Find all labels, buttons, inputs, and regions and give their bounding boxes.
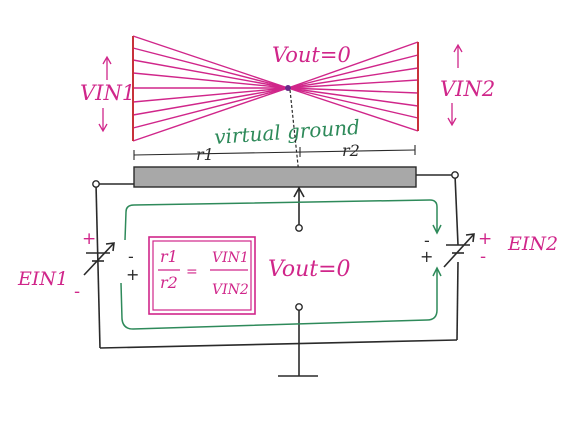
right-outer-minus: - (480, 247, 486, 267)
fan-line (132, 59, 289, 89)
right-inner-minus: - (424, 231, 430, 250)
left-source (83, 242, 115, 276)
resistive-strip (133, 166, 417, 188)
fan-line (287, 54, 419, 89)
fan-line (287, 41, 419, 89)
ein2-label: EIN2 (507, 233, 558, 255)
fan-line (132, 87, 289, 129)
fan-line (132, 47, 289, 89)
left-inner-minus: - (128, 247, 134, 266)
formula-equals: = (186, 264, 198, 280)
current-loop (120, 199, 442, 330)
formula-box-inner (152, 240, 252, 311)
fan-line (287, 87, 419, 94)
fan-line (132, 35, 289, 89)
vin2-label: VIN2 (440, 77, 495, 101)
formula-r2: r2 (160, 273, 178, 292)
formula-vin1: VIN1 (212, 250, 249, 266)
vin1-arrows (98, 55, 112, 133)
right-inner-plus: + (420, 247, 433, 266)
formula: r1 r2 = VIN1 VIN2 (158, 247, 249, 298)
fan-line (287, 67, 419, 89)
wiring (95, 174, 459, 377)
left-inner-plus: + (126, 265, 139, 284)
formula-box-outer (148, 236, 256, 315)
fan-line (287, 87, 419, 132)
fan-line (132, 87, 289, 116)
terminals (92, 171, 459, 311)
r1-label: r1 (196, 145, 214, 164)
formula-r1: r1 (160, 247, 178, 266)
left-outer-plus: + (82, 229, 96, 249)
left-outer-minus: - (74, 282, 80, 302)
fan-line (132, 87, 289, 142)
right-source (443, 233, 475, 268)
fan-line (287, 87, 419, 107)
virtual-ground-pointer (289, 89, 301, 185)
vin1-label: VIN1 (80, 81, 135, 105)
vin2-arrows (447, 43, 463, 127)
ein1-label: EIN1 (17, 268, 68, 290)
vout-top-label: Vout=0 (272, 43, 351, 67)
vout-loop-label: Vout=0 (268, 257, 351, 282)
length-dimension (133, 145, 416, 160)
virtual-ground-label: virtual ground (213, 115, 360, 149)
fan-line (132, 87, 289, 103)
right-outer-plus: + (478, 229, 492, 249)
fan-apex (285, 85, 291, 91)
r2-label: r2 (342, 141, 360, 160)
fan-line (287, 87, 419, 119)
fan-line (132, 72, 289, 89)
formula-vin2: VIN2 (212, 282, 249, 298)
fan-line (287, 79, 419, 89)
voltage-fan (132, 35, 419, 142)
